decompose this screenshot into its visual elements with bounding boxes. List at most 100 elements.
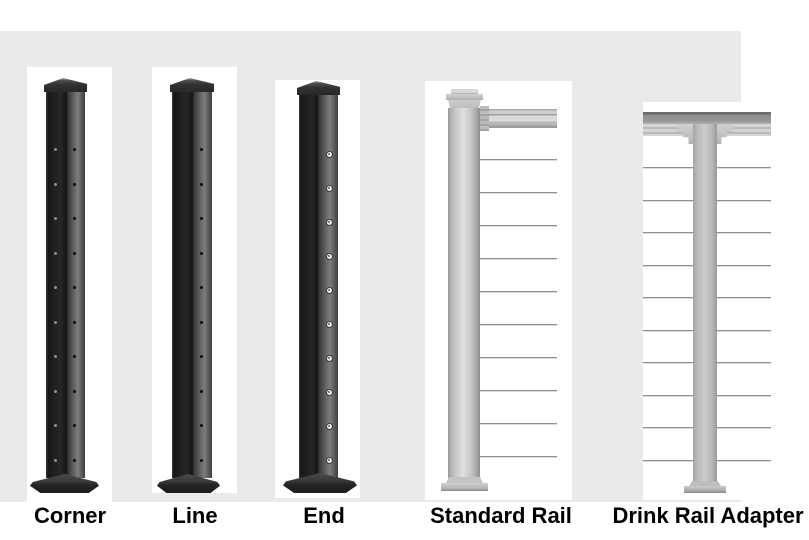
corner-label: Corner <box>33 503 107 528</box>
cable-hole <box>200 286 203 289</box>
line-post-cap <box>170 78 214 92</box>
cable-hole <box>73 182 76 186</box>
corner-post-front-face <box>46 92 67 478</box>
standard-rail-base-plate <box>441 483 488 491</box>
cable-hole <box>73 320 76 324</box>
cable-line <box>717 297 771 299</box>
drink-rail-base-plate <box>684 486 726 493</box>
cable-line <box>643 264 693 267</box>
end-post-cap <box>297 81 340 95</box>
cable-line <box>480 390 557 392</box>
cable-line <box>717 264 771 267</box>
standard-rail-bracket <box>480 106 489 131</box>
line-post-front-face <box>172 92 193 478</box>
cable-line <box>717 427 771 429</box>
cable-line <box>480 423 557 425</box>
cable-hole <box>54 355 57 358</box>
corner-post-hole-column-right <box>73 0 77 540</box>
cable-line <box>643 362 693 364</box>
cable-line <box>480 324 557 326</box>
standard-rail-label: Standard Rail <box>430 503 572 528</box>
end-label: End <box>303 503 345 528</box>
cable-hole <box>73 424 76 427</box>
cable-hole <box>73 148 76 151</box>
cable-hole <box>200 458 203 462</box>
drink-rail-cables-left <box>643 0 693 540</box>
cable-line <box>643 329 693 332</box>
cable-hole <box>54 148 57 151</box>
standard-rail-base-collar <box>446 477 483 483</box>
cable-line <box>643 459 693 462</box>
standard-rail-cables <box>480 0 557 540</box>
cable-end-fitting <box>326 151 333 158</box>
cable-end-fitting <box>326 219 333 226</box>
cable-hole <box>73 458 76 462</box>
cable-hole <box>200 148 203 151</box>
cable-hole <box>200 320 203 324</box>
cable-hole <box>73 217 76 220</box>
standard-rail-post <box>448 108 480 478</box>
drink-rail-label: Drink Rail Adapter <box>612 503 804 528</box>
gray-backdrop <box>0 31 741 502</box>
cable-line <box>480 456 557 458</box>
cable-hole <box>200 251 203 255</box>
cable-end-fitting <box>326 185 333 192</box>
end-post-fitting-column <box>326 0 333 540</box>
cable-line <box>643 427 693 429</box>
end-post-side-face <box>318 95 338 478</box>
cable-hole <box>54 389 57 393</box>
drink-rail-base-collar <box>689 481 721 486</box>
cable-end-fitting <box>326 389 333 396</box>
cable-line <box>480 192 557 194</box>
cable-line <box>717 329 771 332</box>
cable-hole <box>200 389 203 393</box>
corner-post-hole-column-left <box>54 0 58 540</box>
cable-end-fitting <box>326 355 333 362</box>
line-post-base <box>157 474 220 493</box>
cable-end-fitting <box>326 287 333 294</box>
cable-line <box>480 159 557 161</box>
cable-line <box>643 199 693 202</box>
end-post-front-face <box>299 95 318 478</box>
cable-line <box>480 357 557 359</box>
cable-end-fitting <box>326 253 333 260</box>
cable-hole <box>54 182 57 186</box>
cable-line <box>717 362 771 364</box>
line-post-side-face <box>193 92 212 478</box>
standard-rail-top-rail <box>489 109 557 128</box>
cable-line <box>717 232 771 234</box>
cable-line <box>717 167 771 169</box>
cable-line <box>643 232 693 234</box>
cable-end-fitting <box>326 457 333 464</box>
drink-rail-cables-right <box>717 0 771 540</box>
drink-rail-post <box>693 124 717 481</box>
cable-hole <box>54 320 57 324</box>
cable-hole <box>54 286 57 289</box>
cable-line <box>480 225 557 227</box>
cable-line <box>717 199 771 202</box>
standard-rail-cap-top <box>451 89 478 94</box>
standard-rail-cap-band <box>446 94 483 100</box>
corner-post-cap <box>44 78 87 92</box>
corner-post-side-face <box>67 92 85 478</box>
cable-line <box>717 394 771 397</box>
cable-hole <box>73 355 76 358</box>
end-post-base <box>283 473 357 493</box>
cable-hole <box>73 389 76 393</box>
cable-end-fitting <box>326 321 333 328</box>
cable-line <box>643 167 693 169</box>
cable-end-fitting <box>326 423 333 430</box>
corner-post-base <box>30 474 99 493</box>
line-post-hole-column <box>200 0 204 540</box>
cable-hole <box>54 458 57 462</box>
cable-hole <box>54 251 57 255</box>
cable-line <box>480 291 557 293</box>
cable-hole <box>73 251 76 255</box>
cable-hole <box>200 355 203 358</box>
cable-line <box>643 394 693 397</box>
standard-rail-cap-neck <box>448 100 481 109</box>
line-label: Line <box>172 503 218 528</box>
cable-hole <box>73 286 76 289</box>
cable-hole <box>200 424 203 427</box>
